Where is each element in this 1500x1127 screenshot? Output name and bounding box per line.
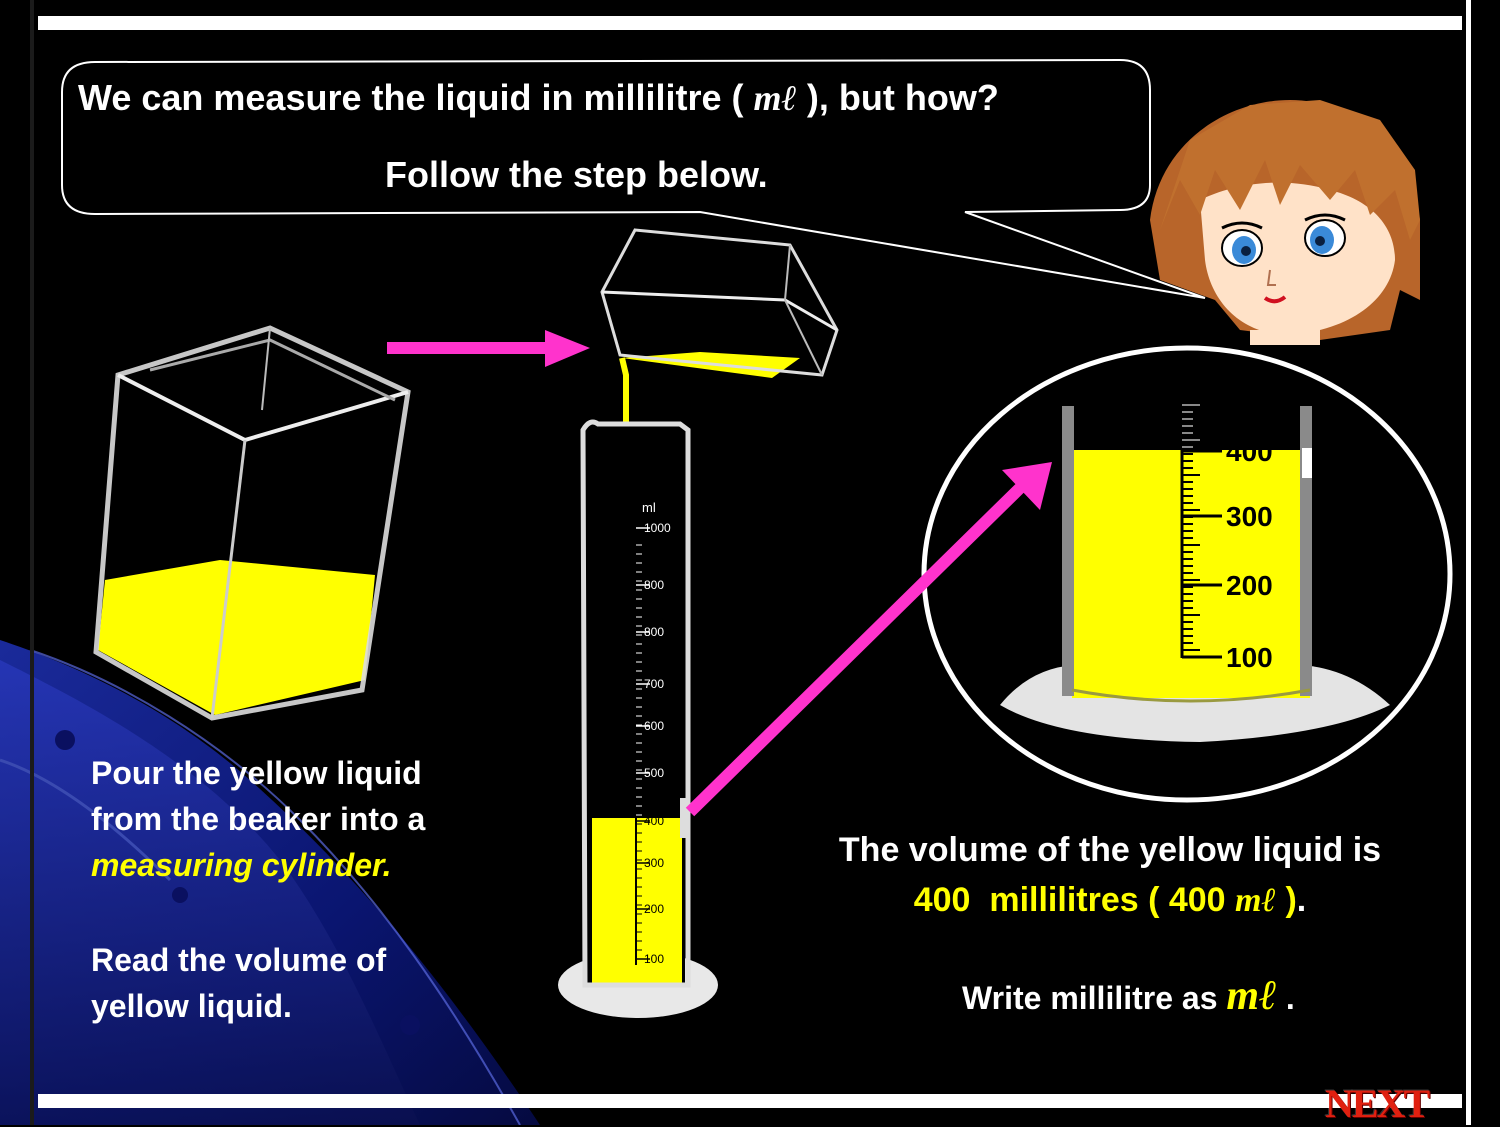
volume-result: The volume of the yellow liquid is 400 m… (780, 825, 1440, 926)
volume-result-line1: The volume of the yellow liquid is (838, 831, 1382, 869)
read-line-2: yellow liquid. (91, 988, 292, 1024)
cylinder-tick-label: 500 (644, 766, 664, 780)
cylinder-tick-label: 100 (644, 952, 664, 966)
write-ml-text: Write millilitre as (962, 980, 1227, 1016)
volume-value-close: ) (1276, 881, 1297, 919)
write-ml-note: Write millilitre as mℓ . (962, 975, 1295, 1019)
ml-symbol: mℓ (1235, 882, 1277, 919)
bubble-question-part2: ), but how? (796, 77, 999, 118)
measuring-cylinder (558, 419, 718, 1018)
cylinder-tick-label: 800 (644, 578, 664, 592)
volume-value: 400 millilitres ( 400 (913, 881, 1236, 919)
write-period: . (1277, 980, 1295, 1016)
pour-instruction: Pour the yellow liquid from the beaker i… (91, 750, 425, 888)
girl-character (1150, 100, 1420, 345)
zoom-tick-label: 300 (1226, 501, 1273, 532)
cylinder-tick-label: 1000 (644, 521, 671, 535)
next-button[interactable]: NEXT (1325, 1081, 1430, 1126)
measuring-cylinder-term: measuring cylinder. (91, 847, 392, 883)
bubble-instruction: Follow the step below. (385, 154, 768, 195)
arrow-to-zoom (685, 462, 1052, 817)
background-swoosh (0, 640, 540, 1125)
cylinder-tick-label: 800 (644, 625, 664, 639)
bottom-bar (38, 1094, 1462, 1108)
zoom-tick-label: 400 (1226, 436, 1273, 467)
zoom-tick-label: 100 (1226, 642, 1273, 673)
ml-symbol-large: mℓ (1226, 973, 1278, 1019)
read-line-1: Read the volume of (91, 942, 387, 978)
cylinder-tick-label: 200 (644, 902, 664, 916)
pour-line-2: from the beaker into a (91, 801, 426, 837)
bubble-question: We can measure the liquid in millilitre … (78, 76, 1138, 120)
cylinder-tick-label: 600 (644, 719, 664, 733)
speech-bubble (61, 58, 1206, 299)
cylinder-tick-label: 300 (644, 856, 664, 870)
pour-line-1: Pour the yellow liquid (91, 755, 422, 791)
read-instruction: Read the volume of yellow liquid. (91, 937, 386, 1029)
arrow-to-pouring (387, 330, 590, 367)
top-bar (38, 16, 1462, 30)
cylinder-unit-label: ml (642, 500, 656, 515)
volume-period: . (1296, 881, 1307, 919)
ml-symbol: mℓ (753, 78, 797, 118)
zoom-scale: 400 300 200 100 (1180, 404, 1273, 673)
zoom-tick-label: 200 (1226, 570, 1273, 601)
cylinder-tick-label: 700 (644, 677, 664, 691)
beaker-illustration (93, 325, 411, 721)
bubble-question-part1: We can measure the liquid in millilitre … (78, 77, 754, 118)
cylinder-scale: ml 1000 800 800 700 600 500 400 300 200 100 (636, 500, 671, 966)
cylinder-tick-label: 400 (644, 814, 664, 828)
